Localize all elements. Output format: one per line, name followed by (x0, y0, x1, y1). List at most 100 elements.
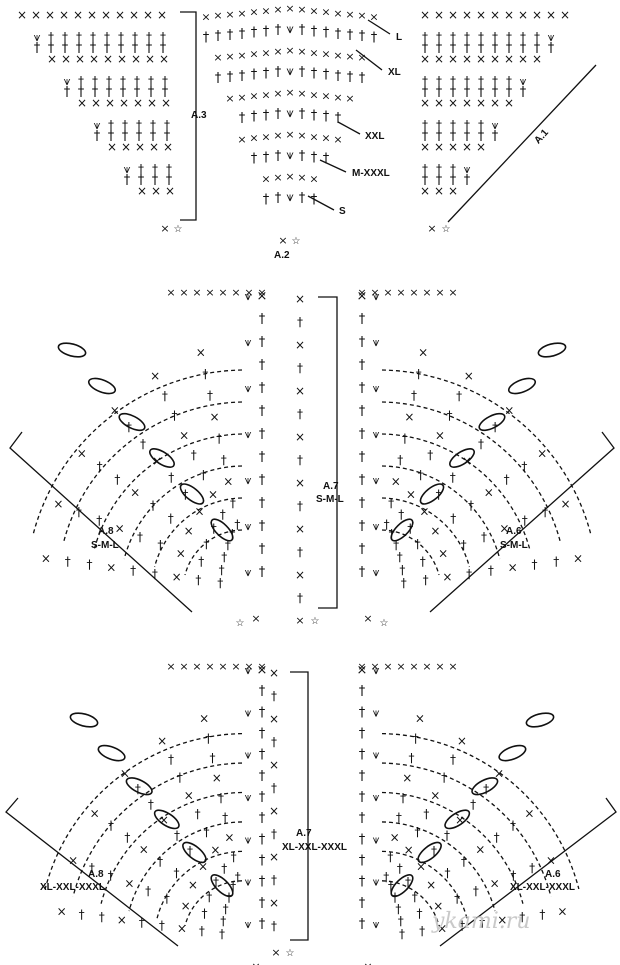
treble-stitch-symbol: † (408, 751, 414, 765)
chain-stitch-symbol: × (179, 660, 188, 673)
chain-stitch-symbol: × (462, 140, 472, 154)
chain-arc (381, 821, 496, 912)
treble-stitch-symbol: † (359, 29, 366, 44)
treble-stitch-symbol: † (199, 924, 205, 938)
treble-stitch-symbol: † (405, 875, 411, 889)
chain-stitch-symbol: × (278, 234, 287, 247)
treble-stitch-symbol: † (263, 66, 270, 81)
treble-stitch-symbol: † (431, 844, 437, 858)
cluster-oval-symbol (182, 841, 207, 864)
chain-stitch-symbol: × (390, 830, 400, 844)
chain-stitch-symbol: × (205, 286, 214, 299)
chain-stitch-symbol: × (179, 428, 189, 442)
chain-stitch-symbol: × (57, 904, 67, 918)
chain-stitch-symbol: × (196, 345, 206, 359)
chain-stitch-symbol: × (269, 896, 279, 910)
size-marker-l: L (396, 32, 402, 43)
chain-stitch-symbol: × (448, 52, 458, 66)
treble-stitch-symbol: † (299, 23, 306, 38)
chain-stitch-symbol: × (157, 8, 167, 22)
treble-stitch-symbol: † (299, 149, 306, 164)
label-a7-xl: A.7 (296, 828, 312, 839)
chain-stitch-symbol: × (383, 660, 392, 673)
treble-stitch-symbol: † (450, 471, 456, 485)
treble-stitch-symbol: † (152, 162, 158, 176)
treble-stitch-symbol: † (423, 573, 429, 587)
chain-stitch-symbol: × (426, 878, 436, 892)
chain-stitch-symbol: × (172, 570, 182, 584)
chain-arc (381, 732, 580, 890)
chain-stitch-symbol: × (369, 10, 378, 23)
treble-stitch-symbol: † (359, 542, 366, 557)
cluster-oval-symbol (444, 809, 471, 830)
treble-stitch-symbol: † (259, 832, 266, 847)
chain-stitch-symbol: × (160, 222, 169, 235)
treble-stitch-symbol: † (164, 118, 170, 132)
chain-stitch-symbol: × (261, 46, 270, 59)
chain-stitch-symbol: × (244, 286, 253, 299)
treble-stitch-symbol: † (259, 811, 266, 826)
treble-stitch-symbol: † (359, 565, 366, 580)
treble-stitch-symbol: † (132, 30, 138, 44)
treble-stitch-symbol: † (506, 30, 512, 44)
chain-arc (93, 433, 243, 552)
fan-stitch-symbol: ⩛ (373, 790, 380, 804)
chain-stitch-symbol: × (166, 660, 175, 673)
chain-stitch-symbol: × (448, 8, 458, 22)
treble-stitch-symbol: † (413, 731, 419, 745)
size-marker-xxl: XXL (365, 131, 384, 142)
treble-stitch-symbol: † (488, 564, 494, 578)
treble-stitch-symbol: † (79, 907, 85, 921)
chain-stitch-symbol: × (561, 497, 571, 511)
chain-stitch-symbol: × (504, 8, 514, 22)
chain-arc (381, 762, 552, 897)
start-star-symbol: ☆ (286, 948, 295, 959)
treble-stitch-symbol: † (259, 705, 266, 720)
treble-stitch-symbol: † (182, 488, 188, 502)
chain-stitch-symbol: × (383, 286, 392, 299)
treble-stitch-symbol: † (323, 110, 330, 125)
treble-stitch-symbol: † (221, 550, 227, 564)
chain-stitch-symbol: × (497, 913, 507, 927)
chain-stitch-symbol: × (151, 184, 161, 198)
chain-stitch-symbol: × (333, 133, 342, 146)
treble-stitch-symbol: † (297, 591, 303, 605)
treble-stitch-symbol: † (323, 26, 330, 41)
chain-stitch-symbol: × (333, 49, 342, 62)
treble-stitch-symbol: † (198, 555, 204, 569)
fan-stitch-symbol: ⩛ (373, 473, 380, 487)
chain-stitch-symbol: × (269, 712, 279, 726)
chain-stitch-symbol: × (321, 6, 330, 19)
treble-stitch-symbol: † (311, 66, 318, 81)
treble-stitch-symbol: † (78, 74, 84, 88)
treble-stitch-symbol: † (275, 107, 282, 122)
fan-stitch-symbol: ⩛ (373, 565, 380, 579)
chain-stitch-symbol: × (508, 561, 518, 575)
chain-stitch-symbol: × (370, 286, 379, 299)
treble-stitch-symbol: † (259, 335, 266, 350)
arrow-xl (355, 49, 383, 71)
chain-stitch-symbol: × (269, 850, 279, 864)
chain-stitch-symbol: × (181, 899, 191, 913)
chain-stitch-symbol: × (422, 286, 431, 299)
chain-stitch-symbol: × (396, 286, 405, 299)
chain-stitch-symbol: × (433, 899, 443, 913)
chain-stitch-symbol: × (333, 91, 342, 104)
chain-stitch-symbol: × (285, 44, 294, 57)
treble-stitch-symbol: † (251, 26, 258, 41)
chain-stitch-symbol: × (195, 504, 205, 518)
treble-stitch-symbol: † (92, 74, 98, 88)
treble-stitch-symbol: † (359, 496, 366, 511)
treble-stitch-symbol: † (86, 558, 92, 572)
chain-stitch-symbol: × (434, 8, 444, 22)
chain-stitch-symbol: × (131, 52, 141, 66)
treble-stitch-symbol: † (418, 468, 424, 482)
treble-stitch-symbol: † (162, 85, 169, 100)
treble-stitch-symbol: † (259, 473, 266, 488)
chain-stitch-symbol: × (103, 52, 113, 66)
treble-stitch-symbol: † (297, 315, 303, 329)
treble-stitch-symbol: † (62, 41, 69, 56)
treble-stitch-symbol: † (359, 726, 366, 741)
treble-stitch-symbol: † (441, 770, 447, 784)
treble-stitch-symbol: † (299, 107, 306, 122)
